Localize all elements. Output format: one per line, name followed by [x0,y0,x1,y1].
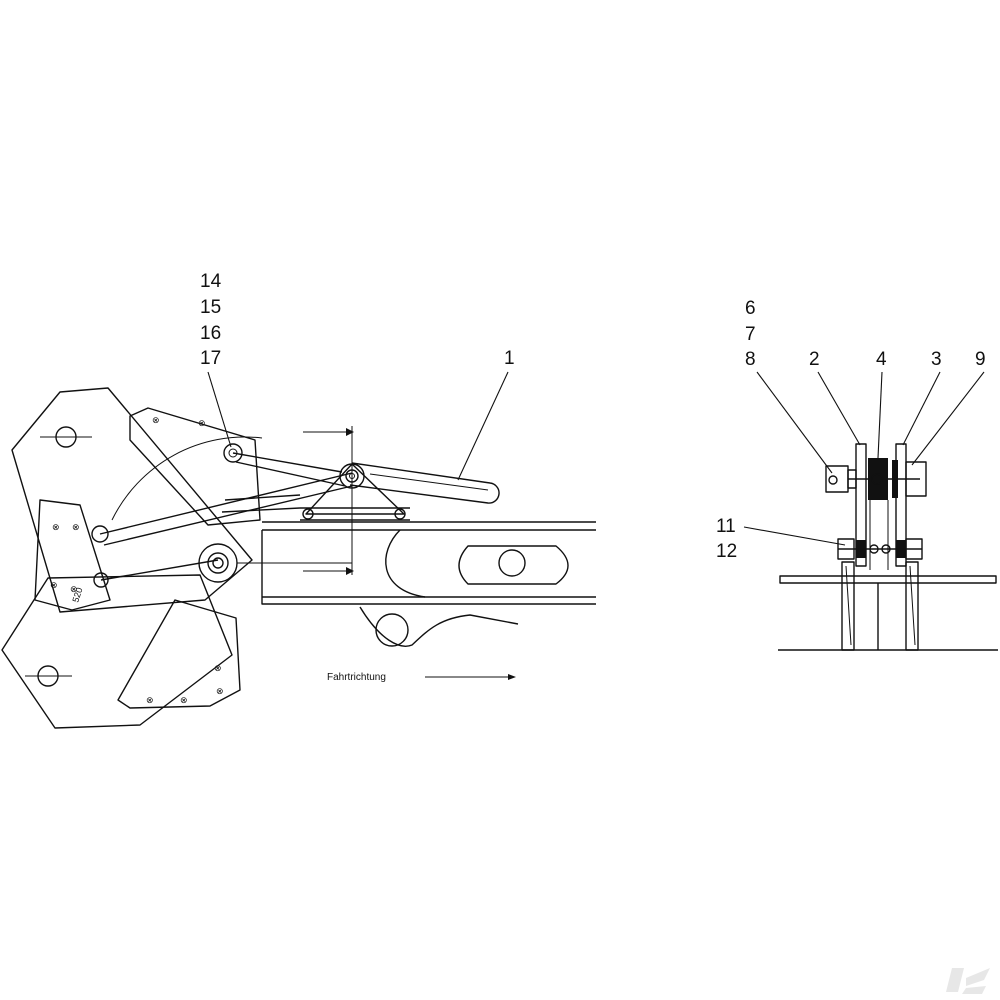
svg-text:⊗: ⊗ [180,695,188,705]
svg-text:⊗: ⊗ [70,584,78,594]
floor-plate [779,575,997,584]
svg-text:⊗: ⊗ [146,695,154,705]
leader-8 [756,371,833,474]
upper-swath-plate [11,387,253,613]
leader-9 [911,371,985,466]
svg-text:⊗: ⊗ [214,663,222,673]
leader-11 [743,526,846,546]
upper-bracket: ⊗ ⊗ [129,407,261,526]
lower-bracket: ⊗ ⊗ ⊗ ⊗ [117,599,241,709]
hitch-lug [359,606,519,647]
svg-text:⊗: ⊗ [72,522,80,532]
plate-marking: 520 [70,586,84,603]
callout-7: 7 [745,324,756,345]
svg-text:⊗: ⊗ [152,415,160,425]
callout-9: 9 [975,349,986,370]
callout-17: 17 [200,348,221,369]
section-marker [303,426,354,575]
upper-bolt-assembly [825,458,927,500]
hinge-tubes [841,561,919,651]
slotted-arm [339,462,500,504]
linkage-rods [99,452,353,581]
svg-text:⊗: ⊗ [50,580,58,590]
svg-text:⊗: ⊗ [52,522,60,532]
callout-12: 12 [716,541,737,562]
callout-11: 11 [716,516,736,537]
direction-label: Fahrtrichtung [327,672,386,683]
svg-text:⊗: ⊗ [198,418,206,428]
left-hinge-plate: ⊗ ⊗ ⊗ ⊗ 520 [34,499,111,611]
leader-4 [877,371,883,459]
lower-bolt-assembly [837,538,923,560]
callout-6: 6 [745,298,756,319]
callout-2: 2 [809,349,820,370]
main-pivot [198,543,238,583]
triangle-bracket [300,463,410,521]
callout-3: 3 [931,349,942,370]
direction-arrow [425,674,516,680]
linkage-plan-view: ⊗ ⊗ ⊗ ⊗ ⊗ ⊗ ⊗ ⊗ ⊗ ⊗ 520 [1,271,596,729]
callout-1: 1 [504,348,515,369]
leader-1 [457,371,509,481]
watermark-logo [946,968,990,994]
svg-text:⊗: ⊗ [216,686,224,696]
callout-15: 15 [200,297,221,318]
callout-8: 8 [745,349,756,370]
callout-4: 4 [876,349,887,370]
callout-16: 16 [200,323,221,344]
callout-14: 14 [200,271,222,292]
hinge-section-view: 6 7 8 2 4 3 9 11 12 [716,298,998,651]
main-frame-beam [237,521,596,605]
leader-17 [207,371,232,448]
swing-arc [111,436,263,521]
hinge-plates [855,443,907,570]
leader-3 [902,371,941,446]
lower-swath-plate [1,574,233,729]
leader-2 [817,371,861,446]
